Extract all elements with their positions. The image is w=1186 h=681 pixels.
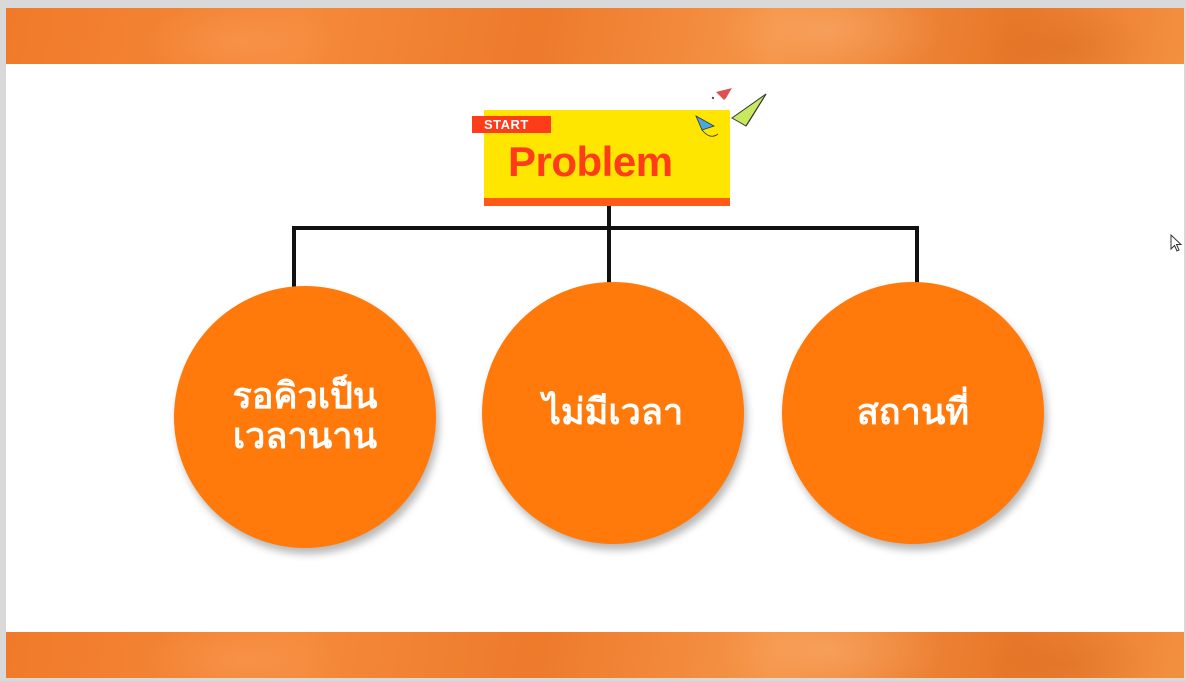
start-tag: START — [472, 116, 551, 133]
title-box: START Problem — [472, 110, 730, 206]
problem-circle-waiting-queue: รอคิวเป็น เวลานาน — [174, 286, 436, 548]
problem-label: รอคิวเป็น เวลานาน — [232, 376, 378, 457]
slide-title: Problem — [508, 138, 673, 185]
top-decorative-band — [6, 8, 1184, 64]
problem-circle-location: สถานที่ — [782, 282, 1044, 544]
title-underline — [484, 198, 730, 206]
tree-connector — [292, 204, 919, 290]
problem-circle-no-time: ไม่มีเวลา — [482, 282, 744, 544]
paper-planes-icon — [695, 88, 767, 137]
bottom-decorative-band — [6, 632, 1184, 678]
problem-label: ไม่มีเวลา — [542, 392, 684, 433]
problem-label: สถานที่ — [856, 392, 970, 433]
slide-canvas: START Problem รอคิวเป็น เวลานาน ไม่มีเวล… — [6, 8, 1184, 678]
mouse-pointer-icon — [1170, 234, 1183, 252]
